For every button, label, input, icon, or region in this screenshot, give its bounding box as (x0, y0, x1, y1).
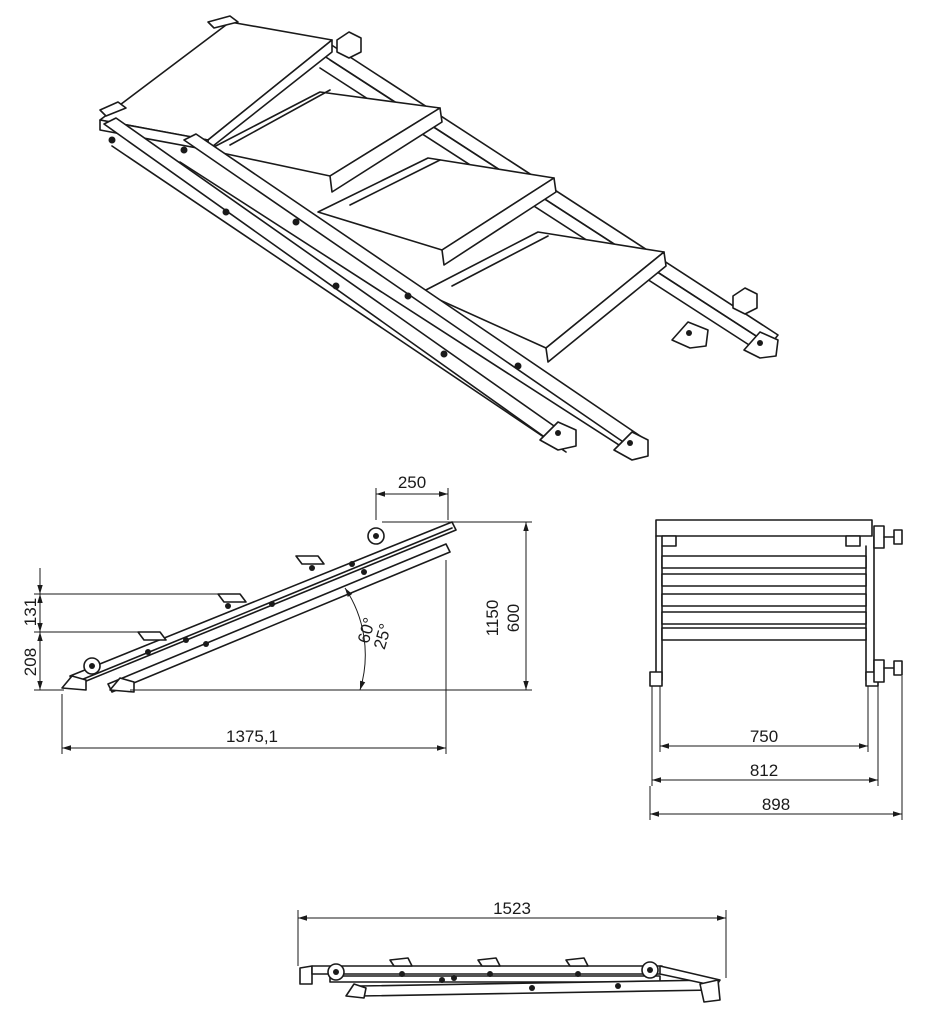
side-view: 250 131 208 1150 600 60° 25° (21, 473, 532, 754)
dim-frame: 812 (651, 686, 879, 786)
dim-angle: 60° 25° (344, 587, 395, 691)
dim-overall-label: 898 (762, 795, 790, 814)
step-1 (207, 89, 443, 193)
dim-length-label: 1375,1 (226, 727, 278, 746)
dim-folded-length: 1523 (297, 899, 727, 978)
far-feet (671, 321, 779, 359)
near-rail (103, 117, 647, 457)
dim-tread: 250 (375, 473, 449, 520)
dim-inner: 750 (659, 686, 869, 752)
folded-view: 1523 (297, 899, 727, 1003)
dim-heights: 1150 600 (130, 521, 532, 691)
step-3 (421, 231, 667, 363)
dim-step-lower-label: 208 (21, 648, 40, 676)
side-feet (61, 527, 385, 693)
dim-step-upper-label: 131 (21, 598, 40, 626)
dim-inner-label: 750 (750, 727, 778, 746)
front-frame (649, 519, 879, 687)
dim-folded-length-label: 1523 (493, 899, 531, 918)
side-rails (69, 521, 457, 693)
dim-step-heights: 131 208 (21, 568, 218, 691)
dim-overall: 898 (649, 676, 903, 820)
step-2 (317, 157, 557, 266)
dim-height-max-label: 1150 (483, 600, 502, 637)
dim-height-min-label: 600 (504, 604, 523, 632)
dim-frame-label: 812 (750, 761, 778, 780)
isometric-view (99, 15, 779, 461)
dim-length: 1375,1 (61, 560, 447, 754)
dim-tread-label: 250 (398, 473, 426, 492)
far-clamp-knob (336, 31, 758, 315)
front-clamp-knobs (873, 525, 903, 683)
front-view: 750 812 898 (649, 519, 903, 820)
folded-stair (299, 957, 721, 1003)
near-feet (539, 421, 649, 461)
